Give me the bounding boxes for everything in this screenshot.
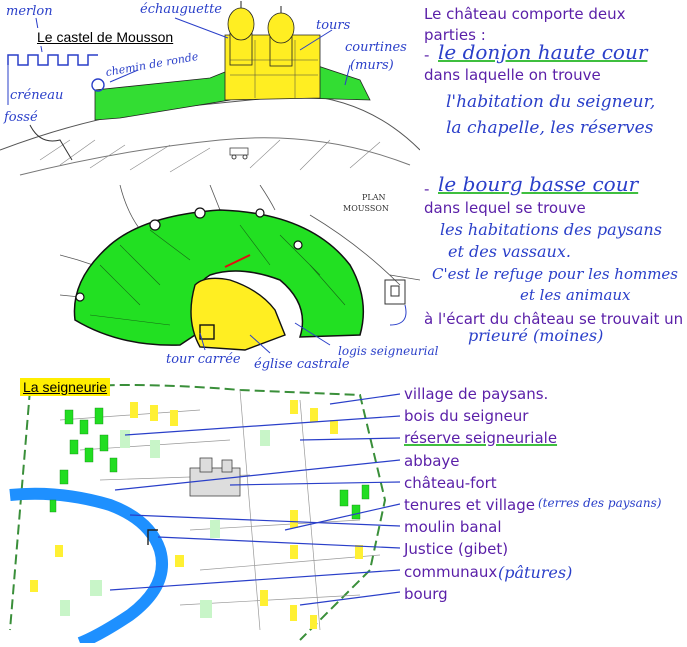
part1-dash: - xyxy=(424,46,430,64)
label-fosse: fossé xyxy=(4,110,38,125)
label-tour-carree: tour carrée xyxy=(166,352,241,367)
priory-handwritten: prieuré (moines) xyxy=(468,326,604,345)
plan-illustration xyxy=(59,184,421,354)
legend-abbaye: abbaye xyxy=(404,452,460,470)
intro-text: Le château comporte deux parties : xyxy=(424,5,626,44)
label-creneau: créneau xyxy=(10,88,64,103)
part2-note-line3: C'est le refuge pour les hommes xyxy=(432,265,679,283)
part2-note-line4: et les animaux xyxy=(520,286,631,304)
plan-caption-line1: PLAN xyxy=(362,193,386,202)
part1-note-line1: l'habitation du seigneur, xyxy=(446,92,656,112)
legend-chateau-fort: château-fort xyxy=(404,474,497,492)
label-echauguette: échauguette xyxy=(140,2,222,17)
communaux-note: (pâtures) xyxy=(498,563,573,582)
part2-dash: - xyxy=(424,180,430,198)
legend-moulin-banal: moulin banal xyxy=(404,518,502,536)
seigneurie-title: La seigneurie xyxy=(20,378,111,396)
label-logis-seigneurial: logis seigneurial xyxy=(338,344,439,358)
part1-printed: dans laquelle on trouve xyxy=(424,66,601,84)
label-merlon: merlon xyxy=(6,4,53,19)
part1-handwritten: le donjon haute cour xyxy=(438,40,648,64)
legend-bourg: bourg xyxy=(404,585,448,603)
priory-printed: à l'écart du château se trouvait un xyxy=(424,310,684,328)
seigneurie-map xyxy=(0,380,401,647)
legend-reserve-seigneuriale: réserve seigneuriale xyxy=(404,429,558,447)
label-murs: (murs) xyxy=(350,58,394,73)
castle-title: Le castel de Mousson xyxy=(34,28,177,46)
legend-justice-gibet: Justice (gibet) xyxy=(404,540,509,558)
part2-note-line1: les habitations des paysans xyxy=(440,220,662,239)
legend-tenures-village: tenures et village xyxy=(404,496,535,514)
legend-bois-seigneur: bois du seigneur xyxy=(404,407,529,425)
legend-communaux: communaux xyxy=(404,563,498,581)
part2-handwritten: le bourg basse cour xyxy=(438,172,639,196)
part2-printed: dans lequel se trouve xyxy=(424,199,586,217)
part1-note-line2: la chapelle, les réserves xyxy=(446,118,654,138)
seigneurie-illustration xyxy=(9,384,401,647)
plan-caption-line2: MOUSSON xyxy=(343,204,389,213)
mousson-plan xyxy=(59,184,421,370)
label-eglise-castrale: église castrale xyxy=(254,357,350,372)
part2-note-line2: et des vassaux. xyxy=(448,242,571,261)
tenures-note: (terres des paysans) xyxy=(538,496,662,510)
castle-drawing xyxy=(0,0,421,185)
label-tours: tours xyxy=(316,18,351,33)
label-courtines: courtines xyxy=(345,40,407,55)
castle-illustration xyxy=(0,1,421,176)
legend-village-paysans: village de paysans. xyxy=(404,385,549,403)
